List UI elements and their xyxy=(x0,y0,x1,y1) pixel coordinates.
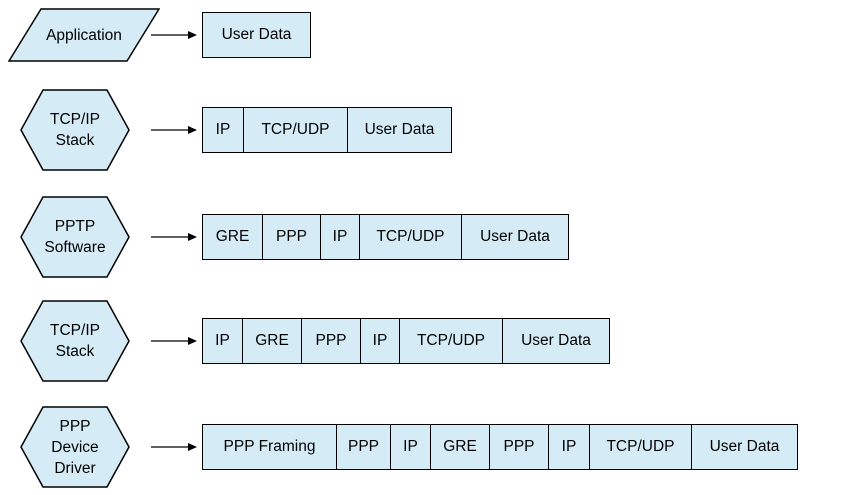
shape-outline xyxy=(8,8,160,62)
shape-outline xyxy=(20,406,130,488)
layer-label-line: Stack xyxy=(55,132,95,149)
right-arrow-icon xyxy=(151,29,197,41)
packet-segment-ppp: PPP xyxy=(336,424,391,470)
layer-shape-application: Application xyxy=(8,8,160,62)
layer-label: Application xyxy=(8,8,160,62)
layer-shape-pptp-software: PPTP Software xyxy=(20,196,130,278)
layer-label-line: PPP xyxy=(59,417,91,435)
layer-label: PPTP Software xyxy=(20,196,130,278)
packet-segment-user-data: User Data xyxy=(502,318,610,364)
packet-segment-user-data: User Data xyxy=(202,12,311,58)
packet-segment-user-data: User Data xyxy=(691,424,798,470)
packet-segment-ppp: PPP xyxy=(301,318,361,364)
layer-label-line: TCP/IP xyxy=(50,111,100,128)
layer-label-line: Software xyxy=(44,239,106,256)
packet-segment-ip: IP xyxy=(202,318,243,364)
right-arrow-icon xyxy=(151,124,197,136)
packet-segment-ip: IP xyxy=(390,424,431,470)
packet-segment-ip: IP xyxy=(360,318,400,364)
right-arrow-icon xyxy=(151,335,197,347)
shape-outline xyxy=(20,89,130,171)
layer-label-line: Driver xyxy=(54,459,96,477)
encapsulation-row: Application User Data xyxy=(0,8,844,62)
right-arrow-icon xyxy=(151,231,197,243)
packet-segments: User Data xyxy=(202,12,311,58)
packet-segment-ip: IP xyxy=(548,424,590,470)
packet-segment-ppp: PPP xyxy=(489,424,549,470)
layer-shape-tcp-ip-stack: TCP/IP Stack xyxy=(20,300,130,382)
layer-label-line: PPTP xyxy=(54,218,96,235)
layer-label-line: Application xyxy=(46,26,122,44)
packet-segment-gre: GRE xyxy=(202,214,263,260)
packet-segment-tcp-udp: TCP/UDP xyxy=(589,424,692,470)
packet-segment-ppp: PPP xyxy=(262,214,321,260)
packet-segment-gre: GRE xyxy=(430,424,490,470)
packet-segment-user-data: User Data xyxy=(347,107,452,153)
packet-segment-user-data: User Data xyxy=(461,214,569,260)
layer-label: TCP/IP Stack xyxy=(20,300,130,382)
packet-segment-ip: IP xyxy=(202,107,244,153)
shape-outline xyxy=(20,196,130,278)
packet-segment-ppp-framing: PPP Framing xyxy=(202,424,337,470)
shape-outline xyxy=(20,300,130,382)
packet-segment-gre: GRE xyxy=(242,318,302,364)
packet-segment-tcp-udp: TCP/UDP xyxy=(399,318,503,364)
layer-label-line: Device xyxy=(51,438,99,456)
right-arrow-icon xyxy=(151,441,197,453)
layer-label-line: Stack xyxy=(55,343,95,360)
layer-shape-tcp-ip-stack: TCP/IP Stack xyxy=(20,89,130,171)
packet-segment-ip: IP xyxy=(320,214,360,260)
packet-segment-tcp-udp: TCP/UDP xyxy=(243,107,348,153)
layer-label: TCP/IP Stack xyxy=(20,89,130,171)
layer-label-line: TCP/IP xyxy=(50,322,100,339)
packet-segment-tcp-udp: TCP/UDP xyxy=(359,214,462,260)
